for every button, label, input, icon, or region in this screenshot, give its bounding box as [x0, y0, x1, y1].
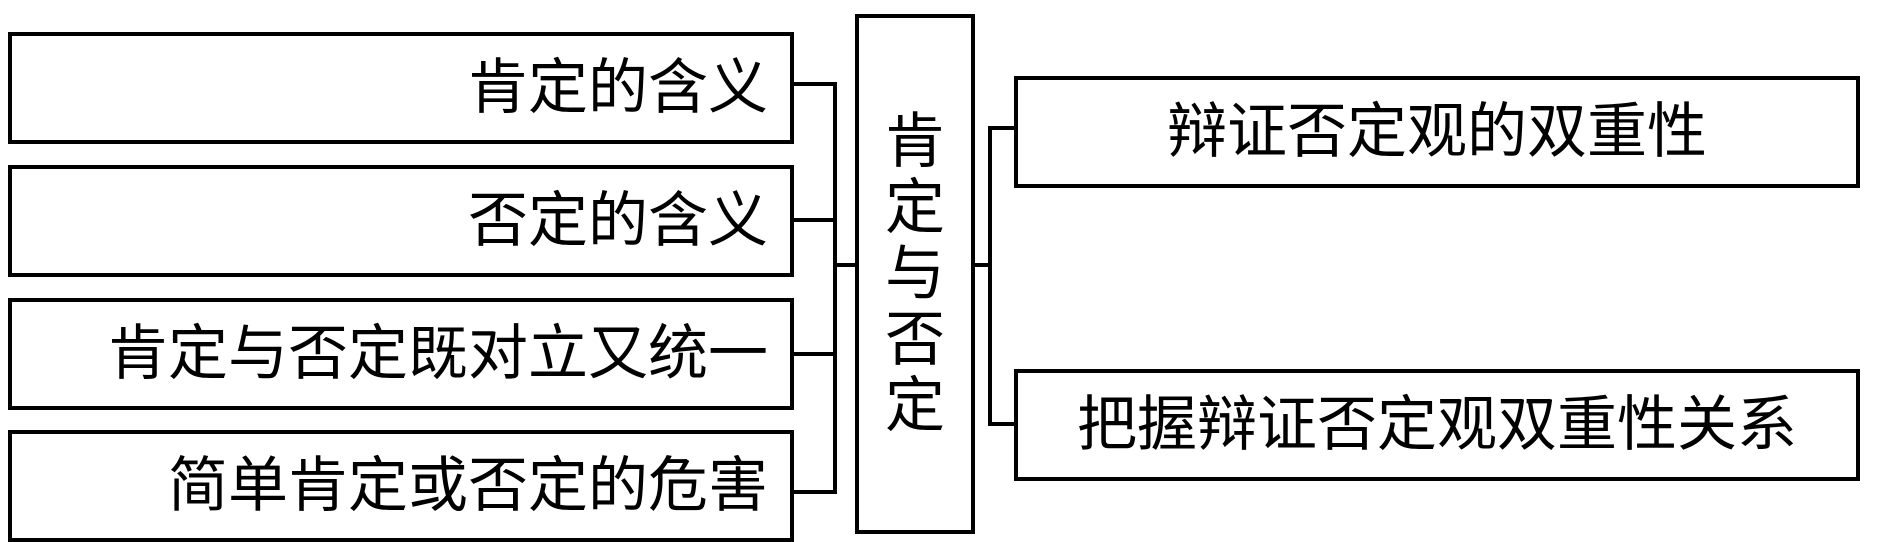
connector-right-2: [988, 422, 1016, 426]
connector-left-3: [793, 352, 837, 356]
connector-left-to-center: [833, 263, 857, 267]
title-char: 定: [885, 173, 945, 243]
node-label: 肯定的含义: [468, 53, 768, 123]
node-label: 把握辩证否定观双重性关系: [1077, 390, 1797, 460]
title-char: 定: [885, 371, 945, 441]
connector-left-1: [793, 82, 837, 86]
connector-left-spine: [833, 82, 837, 494]
title-char: 否: [885, 305, 945, 375]
center-node-title: 肯 定 与 否 定: [855, 14, 975, 534]
node-label: 简单肯定或否定的危害: [168, 451, 768, 521]
connector-right-1: [988, 126, 1016, 130]
left-node-opposite-unity: 肯定与否定既对立又统一: [8, 298, 794, 410]
connector-left-2: [793, 218, 837, 222]
node-label: 肯定与否定既对立又统一: [108, 319, 768, 389]
title-char: 与: [885, 239, 945, 309]
connector-left-4: [793, 490, 837, 494]
right-node-duality: 辩证否定观的双重性: [1014, 76, 1860, 188]
node-label: 否定的含义: [468, 186, 768, 256]
node-label: 辩证否定观的双重性: [1167, 97, 1707, 167]
left-node-positive-meaning: 肯定的含义: [8, 32, 794, 144]
connector-center-to-right: [973, 263, 991, 267]
connector-right-spine: [988, 126, 992, 426]
left-node-negative-meaning: 否定的含义: [8, 165, 794, 277]
title-char: 肯: [885, 107, 945, 177]
right-node-grasp-duality: 把握辩证否定观双重性关系: [1014, 369, 1860, 481]
left-node-harm: 简单肯定或否定的危害: [8, 430, 794, 542]
